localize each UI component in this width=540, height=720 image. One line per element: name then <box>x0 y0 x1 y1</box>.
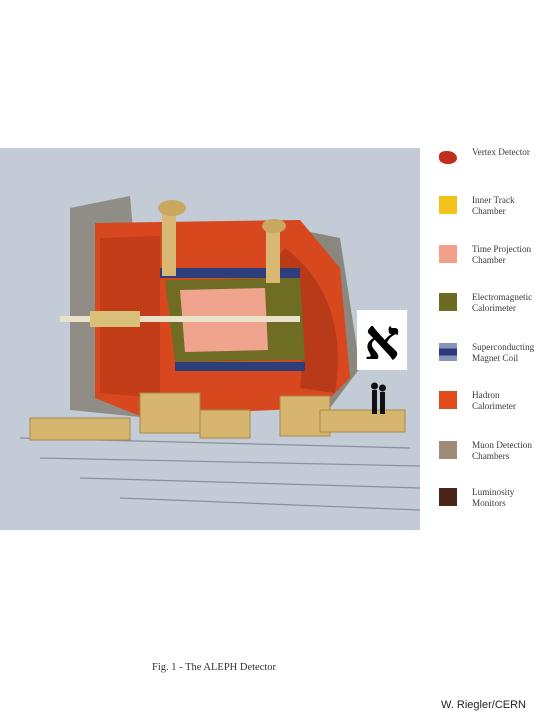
figure-caption: Fig. 1 - The ALEPH Detector <box>152 662 277 673</box>
legend-label: Time Projection Chamber <box>472 244 532 265</box>
legend-label: Muon Detection Chambers <box>472 440 532 461</box>
legend-label: Electromagnetic Calorimeter <box>472 292 533 313</box>
floor-rails <box>19 437 420 511</box>
legend-item: Inner Track Chamber <box>428 195 540 226</box>
legend-item: Time Projection Chamber <box>428 244 540 275</box>
legend-label: Superconducting Magnet Coil <box>472 342 535 363</box>
legend-swatch <box>439 196 457 214</box>
aleph-detector-illustration <box>19 196 420 511</box>
luminosity-monitor <box>90 311 140 327</box>
legend-label: Hadron Calorimeter <box>472 390 516 411</box>
legend-swatch <box>439 343 457 361</box>
legend-item: Hadron Calorimeter <box>428 390 540 421</box>
legend-swatch <box>439 391 457 409</box>
legend-item: Vertex Detector <box>428 147 540 178</box>
legend-swatch <box>439 151 457 164</box>
beam-pipe <box>60 316 300 322</box>
legend-label: Luminosity Monitors <box>472 487 515 508</box>
legend-swatch <box>439 293 457 311</box>
support-structure <box>29 392 406 441</box>
legend-item: Muon Detection Chambers <box>428 440 540 471</box>
magnet-coil-band-bottom <box>175 362 305 371</box>
people-silhouettes <box>371 382 386 414</box>
lift-column-left <box>162 206 176 276</box>
aleph-glyph: א <box>364 307 400 373</box>
magnet-coil-band-top <box>160 268 300 278</box>
legend-swatch <box>439 441 457 459</box>
legend-label: Inner Track Chamber <box>472 195 515 216</box>
legend-label: Vertex Detector <box>472 147 530 157</box>
legend-item: Electromagnetic Calorimeter <box>428 292 540 323</box>
legend-swatch <box>439 245 457 263</box>
detector-figure: א Fig. 1 - The ALEPH Detector <box>0 148 420 673</box>
legend-swatch <box>439 488 457 506</box>
lift-column-right <box>266 223 280 283</box>
aleph-logo: א <box>357 310 407 370</box>
legend-item: Luminosity Monitors <box>428 487 540 518</box>
credit-text: W. Riegler/CERN <box>441 699 526 711</box>
legend-item: Superconducting Magnet Coil <box>428 342 540 373</box>
